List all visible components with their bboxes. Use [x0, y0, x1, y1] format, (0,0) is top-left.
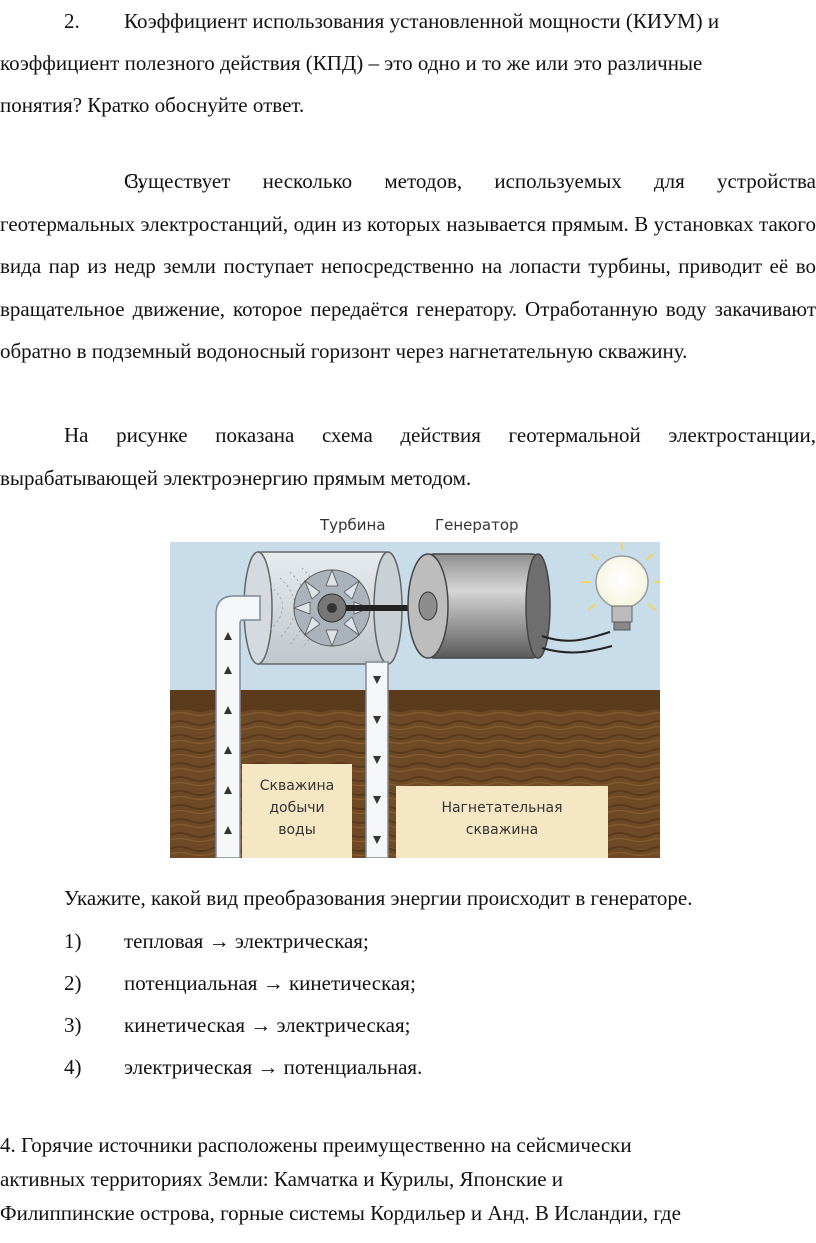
- task4-line2: активных территориях Земли: Камчатка и К…: [0, 1167, 564, 1191]
- turbine-label: Турбина: [319, 516, 386, 534]
- option-3-number: 3): [64, 1013, 82, 1037]
- wire-top: [541, 631, 611, 642]
- injection-well-pipe: [365, 661, 389, 859]
- geothermal-diagram-svg: Турбина Генератор: [170, 516, 660, 859]
- option-2-number: 2): [64, 971, 82, 995]
- answer-option-1[interactable]: 1) тепловая → электрическая;: [64, 920, 369, 963]
- well-extract-label-2: добычи: [269, 800, 324, 816]
- option-1-number: 1): [64, 929, 82, 953]
- option-4-text: электрическая → потенциальная.: [124, 1055, 423, 1079]
- turbine-rotor: [292, 568, 372, 648]
- well-extract-box: [242, 764, 352, 858]
- option-2-text: потенциальная → кинетическая;: [124, 971, 416, 995]
- wire-bottom: [541, 645, 613, 654]
- ground-surface: [170, 690, 660, 710]
- task2-number: 2.: [64, 9, 80, 33]
- figure-intro: На рисунке показана схема действия геоте…: [0, 423, 816, 490]
- production-well-pipe: [215, 595, 261, 859]
- task2-line1: Коэффициент использования установленной …: [124, 9, 720, 33]
- question-text: Укажите, какой вид преобразования энерги…: [64, 886, 693, 910]
- task2-line3: понятия? Кратко обоснуйте ответ.: [0, 93, 305, 117]
- task3-body: 3.Существует несколько методов, использу…: [0, 160, 816, 373]
- task3-number: 3.: [128, 169, 144, 193]
- generator-label: Генератор: [435, 516, 519, 534]
- well-inject-box: [396, 786, 608, 858]
- well-extract-label-1: Скважина: [260, 778, 335, 794]
- task2-line2: коэффициент полезного действия (КПД) – э…: [0, 51, 703, 75]
- task4-paragraph: 4. Горячие источники расположены преимущ…: [0, 1128, 816, 1230]
- task4-line3: Филиппинские острова, горные системы Кор…: [0, 1201, 681, 1225]
- task3-text: Существует несколько методов, используем…: [0, 169, 816, 363]
- well-inject-label-1: Нагнетательная: [441, 800, 562, 816]
- answer-option-2[interactable]: 2) потенциальная → кинетическая;: [64, 962, 416, 1005]
- option-4-number: 4): [64, 1055, 82, 1079]
- task4-line1: 4. Горячие источники расположены преимущ…: [0, 1133, 632, 1157]
- answer-option-3[interactable]: 3) кинетическая → электрическая;: [64, 1004, 410, 1047]
- shaft: [346, 605, 426, 611]
- generator: [407, 553, 551, 659]
- answer-option-4[interactable]: 4) электрическая → потенциальная.: [64, 1046, 422, 1089]
- option-1-text: тепловая → электрическая;: [124, 929, 369, 953]
- option-3-text: кинетическая → электрическая;: [124, 1013, 411, 1037]
- well-extract-label-3: воды: [278, 822, 316, 838]
- light-bulb-icon: [581, 542, 660, 631]
- well-inject-label-2: скважина: [466, 822, 538, 838]
- geothermal-diagram: Турбина Генератор: [170, 506, 660, 859]
- task3-paragraph: 3.Существует несколько методов, использу…: [0, 160, 816, 373]
